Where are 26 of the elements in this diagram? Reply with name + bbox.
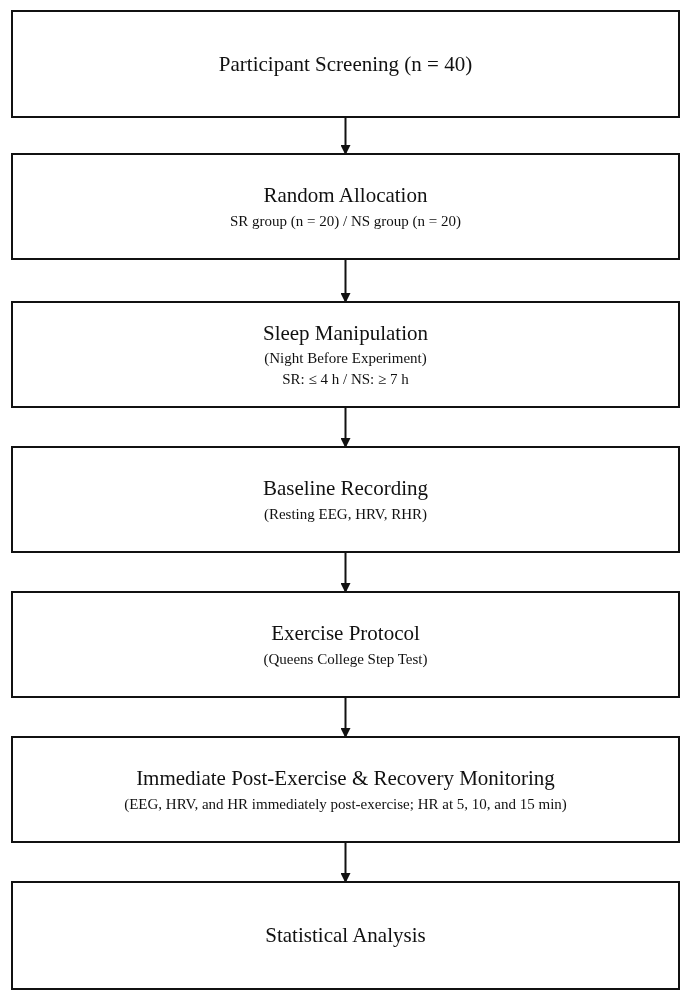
step-title: Random Allocation (263, 182, 428, 209)
arrow (340, 697, 351, 738)
step-detail: SR: ≤ 4 h / NS: ≥ 7 h (282, 369, 409, 389)
process-box (11, 10, 680, 118)
step-title: Immediate Post-Exercise & Recovery Monitoring (136, 765, 555, 792)
step-title: Statistical Analysis (265, 922, 426, 949)
step-detail: (Night Before Experiment) (264, 349, 427, 369)
arrow (340, 259, 351, 303)
arrow (340, 552, 351, 593)
step-title: Sleep Manipulation (262, 320, 429, 347)
process-box (11, 301, 680, 408)
step-detail: (EEG, HRV, and HR immediately post-exercise; HR at 5, 10, and 15 min) (124, 794, 567, 814)
process-box (11, 881, 680, 990)
process-box (11, 446, 680, 553)
process-box (11, 591, 680, 698)
arrow (340, 117, 351, 155)
step-title: Participant Screening (n = 40) (218, 50, 473, 78)
step-detail: (Resting EEG, HRV, RHR) (263, 504, 428, 524)
step-detail: (Queens College Step Test) (263, 649, 428, 669)
process-box (11, 736, 680, 843)
step-title: Baseline Recording (262, 475, 428, 502)
step-title: Exercise Protocol (271, 620, 420, 647)
arrow (340, 842, 351, 883)
arrow (340, 407, 351, 448)
step-detail: SR group (n = 20) / NS group (n = 20) (229, 211, 462, 231)
process-box (11, 153, 680, 260)
